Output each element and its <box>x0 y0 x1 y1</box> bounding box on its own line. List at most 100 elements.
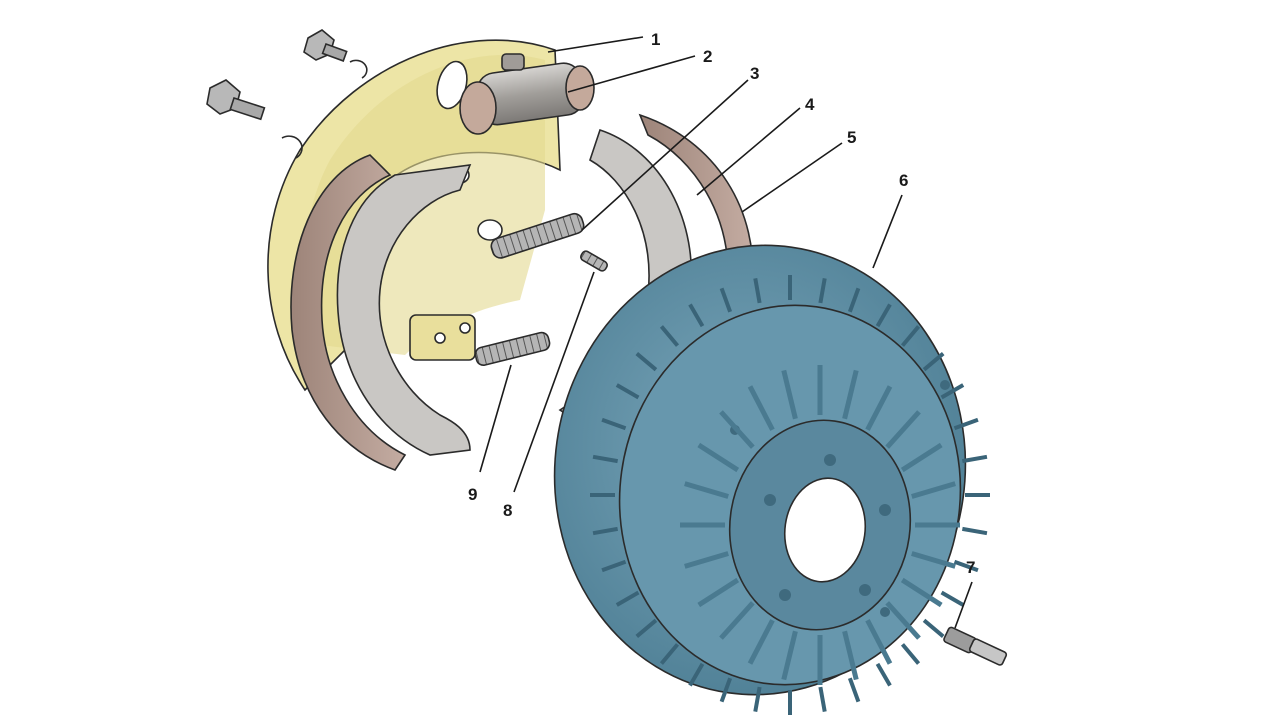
hub-rib <box>697 442 740 473</box>
brake-shoe-left <box>290 154 472 471</box>
drum-fin <box>940 383 965 400</box>
drum-bolt-hole-3 <box>859 584 871 596</box>
drum-fin <box>961 526 988 536</box>
hub-rib <box>885 410 921 449</box>
bracket-hole-1 <box>434 332 446 344</box>
lock-washer-lower <box>281 135 303 159</box>
drum-fin <box>659 325 680 347</box>
lock-washer-upper <box>349 59 368 79</box>
drum-fin <box>847 287 861 313</box>
hub-rib <box>747 385 775 431</box>
leader-line-7 <box>954 581 973 629</box>
drum-fin <box>900 325 921 347</box>
drum-fin <box>818 277 827 304</box>
drum-stud-hole-1 <box>940 380 950 390</box>
callout-label-6: 6 <box>899 171 908 190</box>
drum-fin <box>940 590 965 607</box>
drum-fin <box>875 662 892 687</box>
drum-bolt-hole-4 <box>779 589 791 601</box>
callout-label-7: 7 <box>966 558 975 577</box>
hub-rib <box>885 601 921 640</box>
brake-drum <box>553 244 990 715</box>
drum-fin <box>847 677 861 703</box>
drum-fin <box>635 352 658 372</box>
hub-rib <box>781 630 798 681</box>
drum-fin <box>922 618 945 638</box>
wheel-cylinder <box>459 53 595 135</box>
drum-bolt-hole-1 <box>824 454 836 466</box>
hub-rib <box>865 619 893 665</box>
callout-label-3: 3 <box>750 64 759 83</box>
leader-line-6 <box>872 194 903 269</box>
callout-label-1: 1 <box>651 30 660 49</box>
leader-line-4 <box>696 107 801 196</box>
hub-rib <box>842 630 859 681</box>
drum-fin <box>635 618 658 638</box>
drum-stud-hole-2 <box>880 607 890 617</box>
drum-fin <box>659 643 680 665</box>
hub-rib <box>719 601 755 640</box>
hub-rib <box>747 619 775 665</box>
bleeder-valve <box>501 53 525 71</box>
leader-line-5 <box>741 142 843 213</box>
brake-drum-cooling-fins <box>590 275 990 715</box>
drum-fin <box>753 686 762 713</box>
callout-label-8: 8 <box>503 501 512 520</box>
brake-shoe-left-web <box>336 164 472 456</box>
drum-fin <box>719 287 733 313</box>
drum-fin <box>900 643 921 665</box>
drum-fin <box>592 454 619 464</box>
lower-return-spring <box>474 331 551 366</box>
leader-line-1 <box>547 36 644 53</box>
mounting-bolt-upper <box>303 29 348 62</box>
hub-rib <box>911 481 956 499</box>
wheel-bolt <box>943 626 1008 666</box>
hub-rib <box>911 551 956 569</box>
leader-line-8 <box>513 271 595 493</box>
bracket-hole-2 <box>459 322 471 334</box>
leader-line-2 <box>567 55 696 93</box>
hub-rib <box>684 551 729 569</box>
drum-fin <box>719 677 733 703</box>
drum-bolt-hole-5 <box>764 494 776 506</box>
drum-fin <box>688 662 705 687</box>
callout-label-5: 5 <box>847 128 856 147</box>
drum-fin <box>953 559 979 573</box>
drum-fin <box>601 417 627 431</box>
backing-plate-hole-center <box>477 219 503 241</box>
hub-rib <box>865 385 893 431</box>
hub-rib <box>719 410 755 449</box>
hub-rib <box>697 577 740 608</box>
drum-fin <box>615 590 640 607</box>
leader-line-3 <box>581 79 749 231</box>
drum-fin <box>818 686 827 713</box>
leader-lines <box>479 36 973 629</box>
brake-drum-center-bore <box>783 477 867 583</box>
drum-fin <box>615 383 640 400</box>
drum-fin <box>875 303 892 328</box>
hub-rib <box>900 442 943 473</box>
upper-return-spring <box>490 212 585 259</box>
callout-labels: 1 2 3 4 5 6 7 8 9 <box>468 30 975 577</box>
drum-fin <box>592 526 619 536</box>
leader-line-9 <box>479 364 512 473</box>
mounting-bolt-lower <box>206 79 266 121</box>
drum-fin <box>961 454 988 464</box>
wheel-cylinder-cap-left <box>459 81 497 135</box>
callout-label-9: 9 <box>468 485 477 504</box>
drum-fin <box>953 417 979 431</box>
hub-rib <box>684 481 729 499</box>
hub-rib <box>781 369 798 420</box>
hub-rib <box>842 369 859 420</box>
brake-shoe-left-lining <box>290 154 407 471</box>
drum-fin <box>601 559 627 573</box>
drum-bolt-hole-2 <box>879 504 891 516</box>
drum-fin <box>688 303 705 328</box>
drum-fin <box>753 277 762 304</box>
callout-label-4: 4 <box>805 95 815 114</box>
hub-rib <box>900 577 943 608</box>
drum-fin <box>922 352 945 372</box>
small-spring <box>580 250 608 272</box>
